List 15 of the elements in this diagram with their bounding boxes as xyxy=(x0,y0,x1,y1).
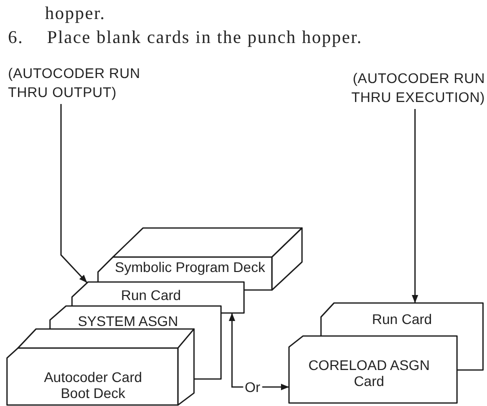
card-label: SYSTEM ASGN xyxy=(78,313,178,329)
arrow xyxy=(412,109,418,303)
arrow xyxy=(60,104,88,284)
step-number: 6. xyxy=(8,27,24,47)
arrow xyxy=(228,313,289,390)
card-label: CORELOAD ASGN Card xyxy=(307,357,431,389)
edge-label: Or xyxy=(242,379,262,395)
note-text: (AUTOCODER RUN THRU OUTPUT) xyxy=(8,64,142,102)
step-text: hopper. xyxy=(45,3,106,23)
deck-label: Symbolic Program Deck xyxy=(114,259,266,275)
card-label: Run Card xyxy=(121,287,181,303)
note-text: (AUTOCODER RUN THRU EXECUTION) xyxy=(350,69,485,107)
card-label: Run Card xyxy=(372,311,432,327)
step-text: Place blank cards in the punch hopper. xyxy=(47,27,362,47)
deck-label: Autocoder Card Boot Deck xyxy=(42,369,144,401)
